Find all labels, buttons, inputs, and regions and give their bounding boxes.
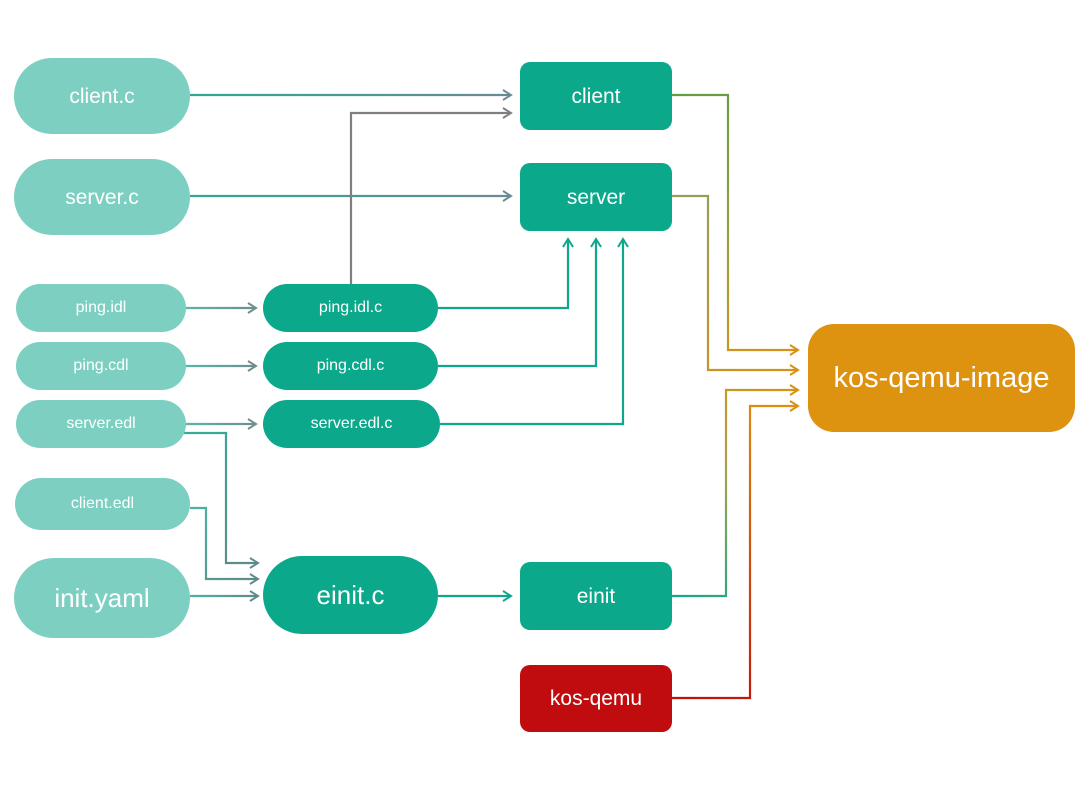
- node-server-edl: server.edl: [16, 400, 186, 448]
- node-einit: einit: [520, 562, 672, 630]
- node-kos-qemu-image: kos-qemu-image: [808, 324, 1075, 432]
- edge-server-to-kos-qemu-image: [672, 194, 800, 376]
- edge-client-edl-to-einit-c: [190, 506, 260, 585]
- edge-ping-idl-c-to-client: [349, 107, 513, 284]
- edge-ping-idl-c-to-server: [438, 237, 574, 310]
- edge-client-to-kos-qemu-image: [672, 93, 800, 356]
- edge-kos-qemu-to-kos-qemu-image: [672, 400, 800, 700]
- edge-server-edl-to-einit-c: [184, 431, 260, 569]
- node-ping-idl: ping.idl: [16, 284, 186, 332]
- node-client-edl: client.edl: [15, 478, 190, 530]
- node-server-edl-c: server.edl.c: [263, 400, 440, 448]
- node-server-c: server.c: [14, 159, 190, 235]
- edge-server-edl-c-to-server: [440, 237, 629, 426]
- node-client: client: [520, 62, 672, 130]
- node-client-c: client.c: [14, 58, 190, 134]
- node-server: server: [520, 163, 672, 231]
- node-ping-idl-c: ping.idl.c: [263, 284, 438, 332]
- node-einit-c: einit.c: [263, 556, 438, 634]
- node-kos-qemu: kos-qemu: [520, 665, 672, 732]
- edge-einit-to-kos-qemu-image: [672, 384, 800, 598]
- node-ping-cdl: ping.cdl: [16, 342, 186, 390]
- node-init-yaml: init.yaml: [14, 558, 190, 638]
- node-ping-cdl-c: ping.cdl.c: [263, 342, 438, 390]
- edge-ping-cdl-c-to-server: [438, 237, 602, 368]
